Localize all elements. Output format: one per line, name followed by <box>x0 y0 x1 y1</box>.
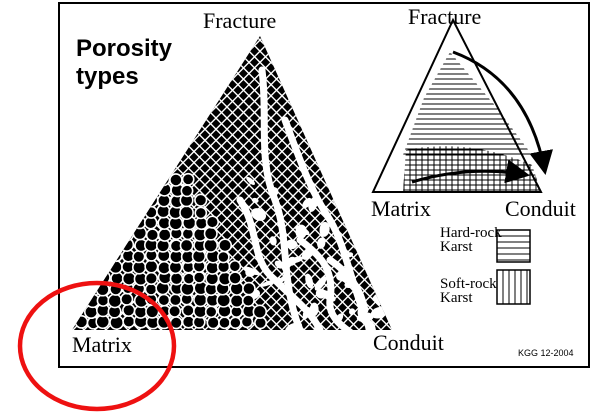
matrix-grain <box>170 174 182 186</box>
matrix-grain <box>123 316 135 328</box>
matrix-grain <box>159 229 171 241</box>
conduit-void <box>378 258 393 272</box>
matrix-grain <box>207 216 219 228</box>
fracture-line <box>0 36 44 340</box>
small-label-matrix: Matrix <box>371 196 431 222</box>
matrix-grain <box>144 193 157 206</box>
conduit-void <box>376 252 384 261</box>
matrix-grain <box>253 305 266 318</box>
fracture-line <box>547 36 592 340</box>
karst-triangle <box>373 20 545 194</box>
matrix-grain <box>145 273 157 285</box>
fracture-line <box>558 36 592 340</box>
fracture-line <box>0 36 22 340</box>
legend-soft-rock-line2: Karst <box>440 291 497 305</box>
matrix-grain <box>195 207 206 218</box>
matrix-grain <box>181 185 192 196</box>
matrix-grain <box>158 294 169 305</box>
fracture-line <box>0 36 77 340</box>
matrix-grain <box>182 305 194 317</box>
matrix-grain <box>75 316 87 328</box>
conduit-void <box>353 218 360 225</box>
matrix-grain <box>170 273 182 285</box>
matrix-grain <box>169 305 181 317</box>
small-label-conduit: Conduit <box>505 196 576 222</box>
legend-label-soft-rock: Soft-rock Karst <box>440 277 497 305</box>
matrix-grain <box>134 217 146 229</box>
fracture-line <box>0 36 33 340</box>
matrix-grain <box>145 207 157 219</box>
matrix-grain <box>158 183 171 196</box>
matrix-grain <box>204 239 217 252</box>
matrix-grain <box>230 295 243 308</box>
fracture-line <box>0 36 83 340</box>
fracture-line <box>0 36 6 340</box>
matrix-grain <box>147 229 159 241</box>
matrix-grain <box>219 239 231 251</box>
matrix-grain <box>121 228 133 240</box>
title-line-1: Porosity <box>76 35 172 63</box>
matrix-grain <box>145 184 158 197</box>
matrix-grain <box>170 294 182 306</box>
title-line-2: types <box>76 63 172 91</box>
matrix-grain <box>123 272 136 285</box>
matrix-grain <box>229 272 241 284</box>
matrix-grain <box>230 317 241 328</box>
matrix-grain <box>120 238 133 251</box>
hard-rock-hatch <box>400 54 545 159</box>
matrix-grain <box>133 207 144 218</box>
main-label-conduit: Conduit <box>373 330 444 356</box>
matrix-grain <box>219 317 230 328</box>
fracture-line <box>0 36 11 340</box>
fracture-line <box>525 36 592 340</box>
small-label-fracture: Fracture <box>408 4 481 30</box>
matrix-grain <box>243 295 254 306</box>
matrix-grain <box>133 251 145 263</box>
matrix-grain <box>206 306 217 317</box>
matrix-grain <box>195 194 207 206</box>
matrix-grain <box>180 206 193 219</box>
fracture-line <box>0 36 50 340</box>
fracture-line <box>0 36 28 340</box>
matrix-grain <box>108 294 121 307</box>
matrix-grain <box>110 250 121 261</box>
matrix-grain <box>121 293 133 305</box>
matrix-grain <box>194 272 205 283</box>
legend-label-hard-rock: Hard-rock Karst <box>440 226 502 254</box>
fracture-line <box>0 36 17 340</box>
matrix-grain <box>229 261 240 272</box>
matrix-grain <box>109 261 122 274</box>
matrix-grain <box>183 273 194 284</box>
matrix-grain <box>183 174 194 185</box>
matrix-grain <box>145 260 157 272</box>
matrix-grain <box>158 262 170 274</box>
fracture-line <box>0 36 39 340</box>
credit-label: KGG 12-2004 <box>518 348 574 358</box>
matrix-grain <box>123 304 135 316</box>
matrix-grain <box>207 317 219 329</box>
legend-swatch-soft-rock <box>497 270 530 304</box>
karst-triangle-outline <box>373 20 541 192</box>
matrix-grain <box>158 173 170 185</box>
diagram-title: Porosity types <box>76 35 172 91</box>
soft-rock-grid <box>400 140 545 194</box>
matrix-grain <box>218 251 229 262</box>
fracture-line <box>536 36 592 340</box>
matrix-grain <box>205 227 217 239</box>
fracture-line <box>0 36 88 340</box>
legend-hard-rock-line2: Karst <box>440 240 502 254</box>
matrix-grain <box>217 294 230 307</box>
legend-hard-rock-line1: Hard-rock <box>440 226 502 240</box>
fracture-line <box>569 36 592 340</box>
fracture-line <box>0 36 55 340</box>
matrix-grain <box>180 239 192 251</box>
main-label-matrix: Matrix <box>72 332 132 358</box>
matrix-grain <box>145 284 156 295</box>
legend <box>497 230 530 304</box>
legend-soft-rock-line1: Soft-rock <box>440 277 497 291</box>
fracture-line <box>0 36 72 340</box>
main-label-fracture: Fracture <box>203 8 276 34</box>
matrix-grain <box>243 283 255 295</box>
